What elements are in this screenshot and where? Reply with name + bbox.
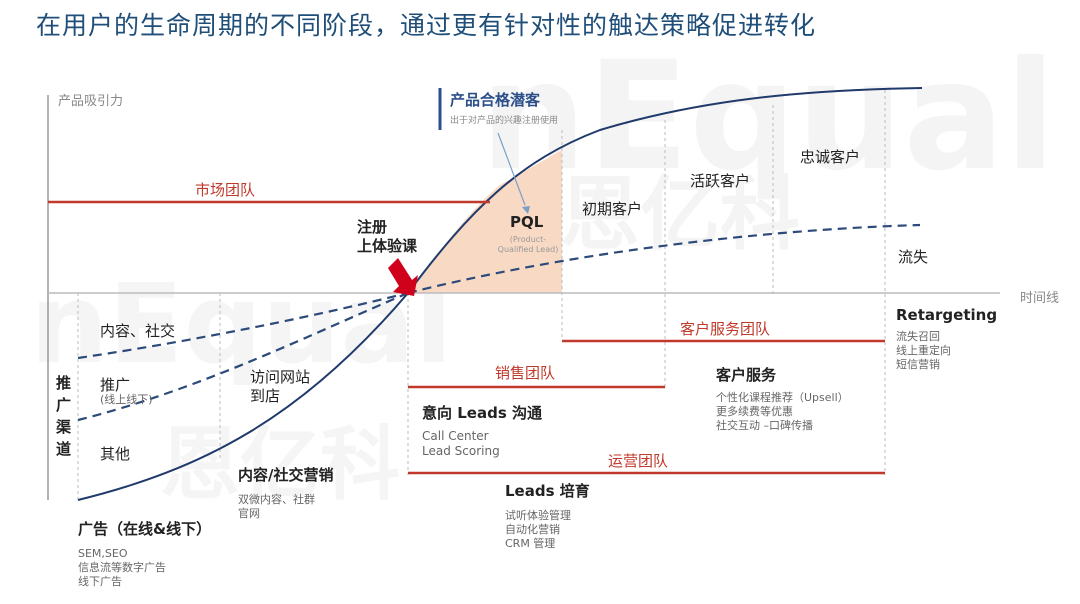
block-item: 社交互动 –口碑传播: [716, 419, 813, 432]
block-title: 客户服务: [716, 366, 777, 384]
block-title: Leads 培育: [505, 482, 590, 500]
block-customer-service: 客户服务 个性化课程推荐（Upsell） 更多续费等优惠 社交互动 –口碑传播: [716, 364, 849, 433]
block-item: 流失召回: [896, 330, 940, 343]
block-item: Call Center: [422, 429, 489, 443]
channels-vertical-label: 推 广 渠 道: [56, 372, 72, 460]
block-item: 个性化课程推荐（Upsell）: [716, 391, 849, 404]
block-title: 内容/社交营销: [238, 466, 334, 484]
block-intent-leads: 意向 Leads 沟通 Call Center Lead Scoring: [422, 402, 542, 459]
stage-active-customer: 活跃客户: [690, 172, 751, 190]
channel-others: 其他: [100, 445, 131, 463]
x-axis-label: 时间线: [1020, 291, 1060, 306]
visit-line-2: 到店: [250, 387, 281, 405]
team-lines: [48, 200, 885, 475]
vlabel-char: 广: [56, 396, 72, 414]
pql-sub-line-2: Qualified Lead): [497, 245, 559, 254]
block-title: Retargeting: [896, 306, 998, 324]
block-ads: 广告（在线&线下） SEM,SEO 信息流等数字广告 线下广告: [78, 518, 211, 589]
block-item: 线下广告: [78, 575, 122, 588]
stage-early-customer: 初期客户: [582, 200, 643, 218]
block-title: 意向 Leads 沟通: [422, 404, 542, 422]
stage-churn: 流失: [898, 248, 929, 266]
block-item: 自动化营销: [505, 523, 560, 536]
channel-promotion: 推广: [100, 376, 131, 394]
block-item: CRM 管理: [505, 537, 556, 550]
stage-loyal-customer: 忠诚客户: [800, 148, 861, 166]
signup-line-2: 上体验课: [357, 237, 418, 255]
pointer-arrowhead: [522, 206, 530, 214]
block-item: 线上重定向: [896, 344, 951, 357]
block-content-marketing: 内容/社交营销 双微内容、社群 官网: [238, 464, 333, 521]
block-item: 信息流等数字广告: [78, 561, 166, 574]
signup-line-1: 注册: [357, 218, 388, 236]
vlabel-char: 道: [56, 440, 72, 458]
team-customer-service: 客户服务团队: [680, 320, 771, 338]
channel-promotion-sub: (线上线下): [100, 393, 153, 406]
block-item: 双微内容、社群: [238, 493, 315, 506]
vlabel-char: 渠: [56, 418, 72, 436]
channel-content-social: 内容、社交: [100, 322, 176, 340]
vlabel-char: 推: [56, 374, 72, 392]
stage-dividers: [77, 90, 886, 500]
block-item: Lead Scoring: [422, 444, 500, 458]
team-sales: 销售团队: [495, 364, 556, 382]
block-item: SEM,SEO: [78, 547, 128, 560]
visit-line-1: 访问网站: [250, 368, 311, 386]
pql-callout-subtitle: 出于对产品的兴趣注册使用: [450, 116, 559, 126]
team-operations: 运营团队: [608, 452, 669, 470]
pql-sub-line-1: (Product-: [509, 235, 547, 244]
pql-callout-title: 产品合格潜客: [450, 91, 541, 109]
block-item: 官网: [238, 507, 260, 520]
page-title: 在用户的生命周期的不同阶段，通过更有针对性的触达策略促进转化: [36, 11, 817, 40]
block-retargeting: Retargeting 流失召回 线上重定向 短信营销: [896, 306, 997, 372]
y-axis-label: 产品吸引力: [58, 94, 124, 109]
block-item: 短信营销: [896, 358, 940, 371]
dashed-curves: [77, 223, 921, 422]
pql-label-sub: (Product- Qualified Lead): [488, 235, 568, 255]
channel-visit: 访问网站 到店: [250, 368, 310, 406]
signup-label: 注册 上体验课: [357, 218, 417, 256]
team-marketing: 市场团队: [195, 181, 256, 199]
block-leads-nurture: Leads 培育 试听体验管理 自动化营销 CRM 管理: [505, 480, 590, 551]
block-item: 试听体验管理: [505, 509, 571, 522]
block-item: 更多续费等优惠: [716, 405, 793, 418]
pql-label: PQL: [510, 213, 544, 231]
block-title: 广告（在线&线下）: [78, 520, 212, 538]
signup-arrow-icon: [388, 258, 418, 296]
pql-region: [408, 150, 562, 293]
